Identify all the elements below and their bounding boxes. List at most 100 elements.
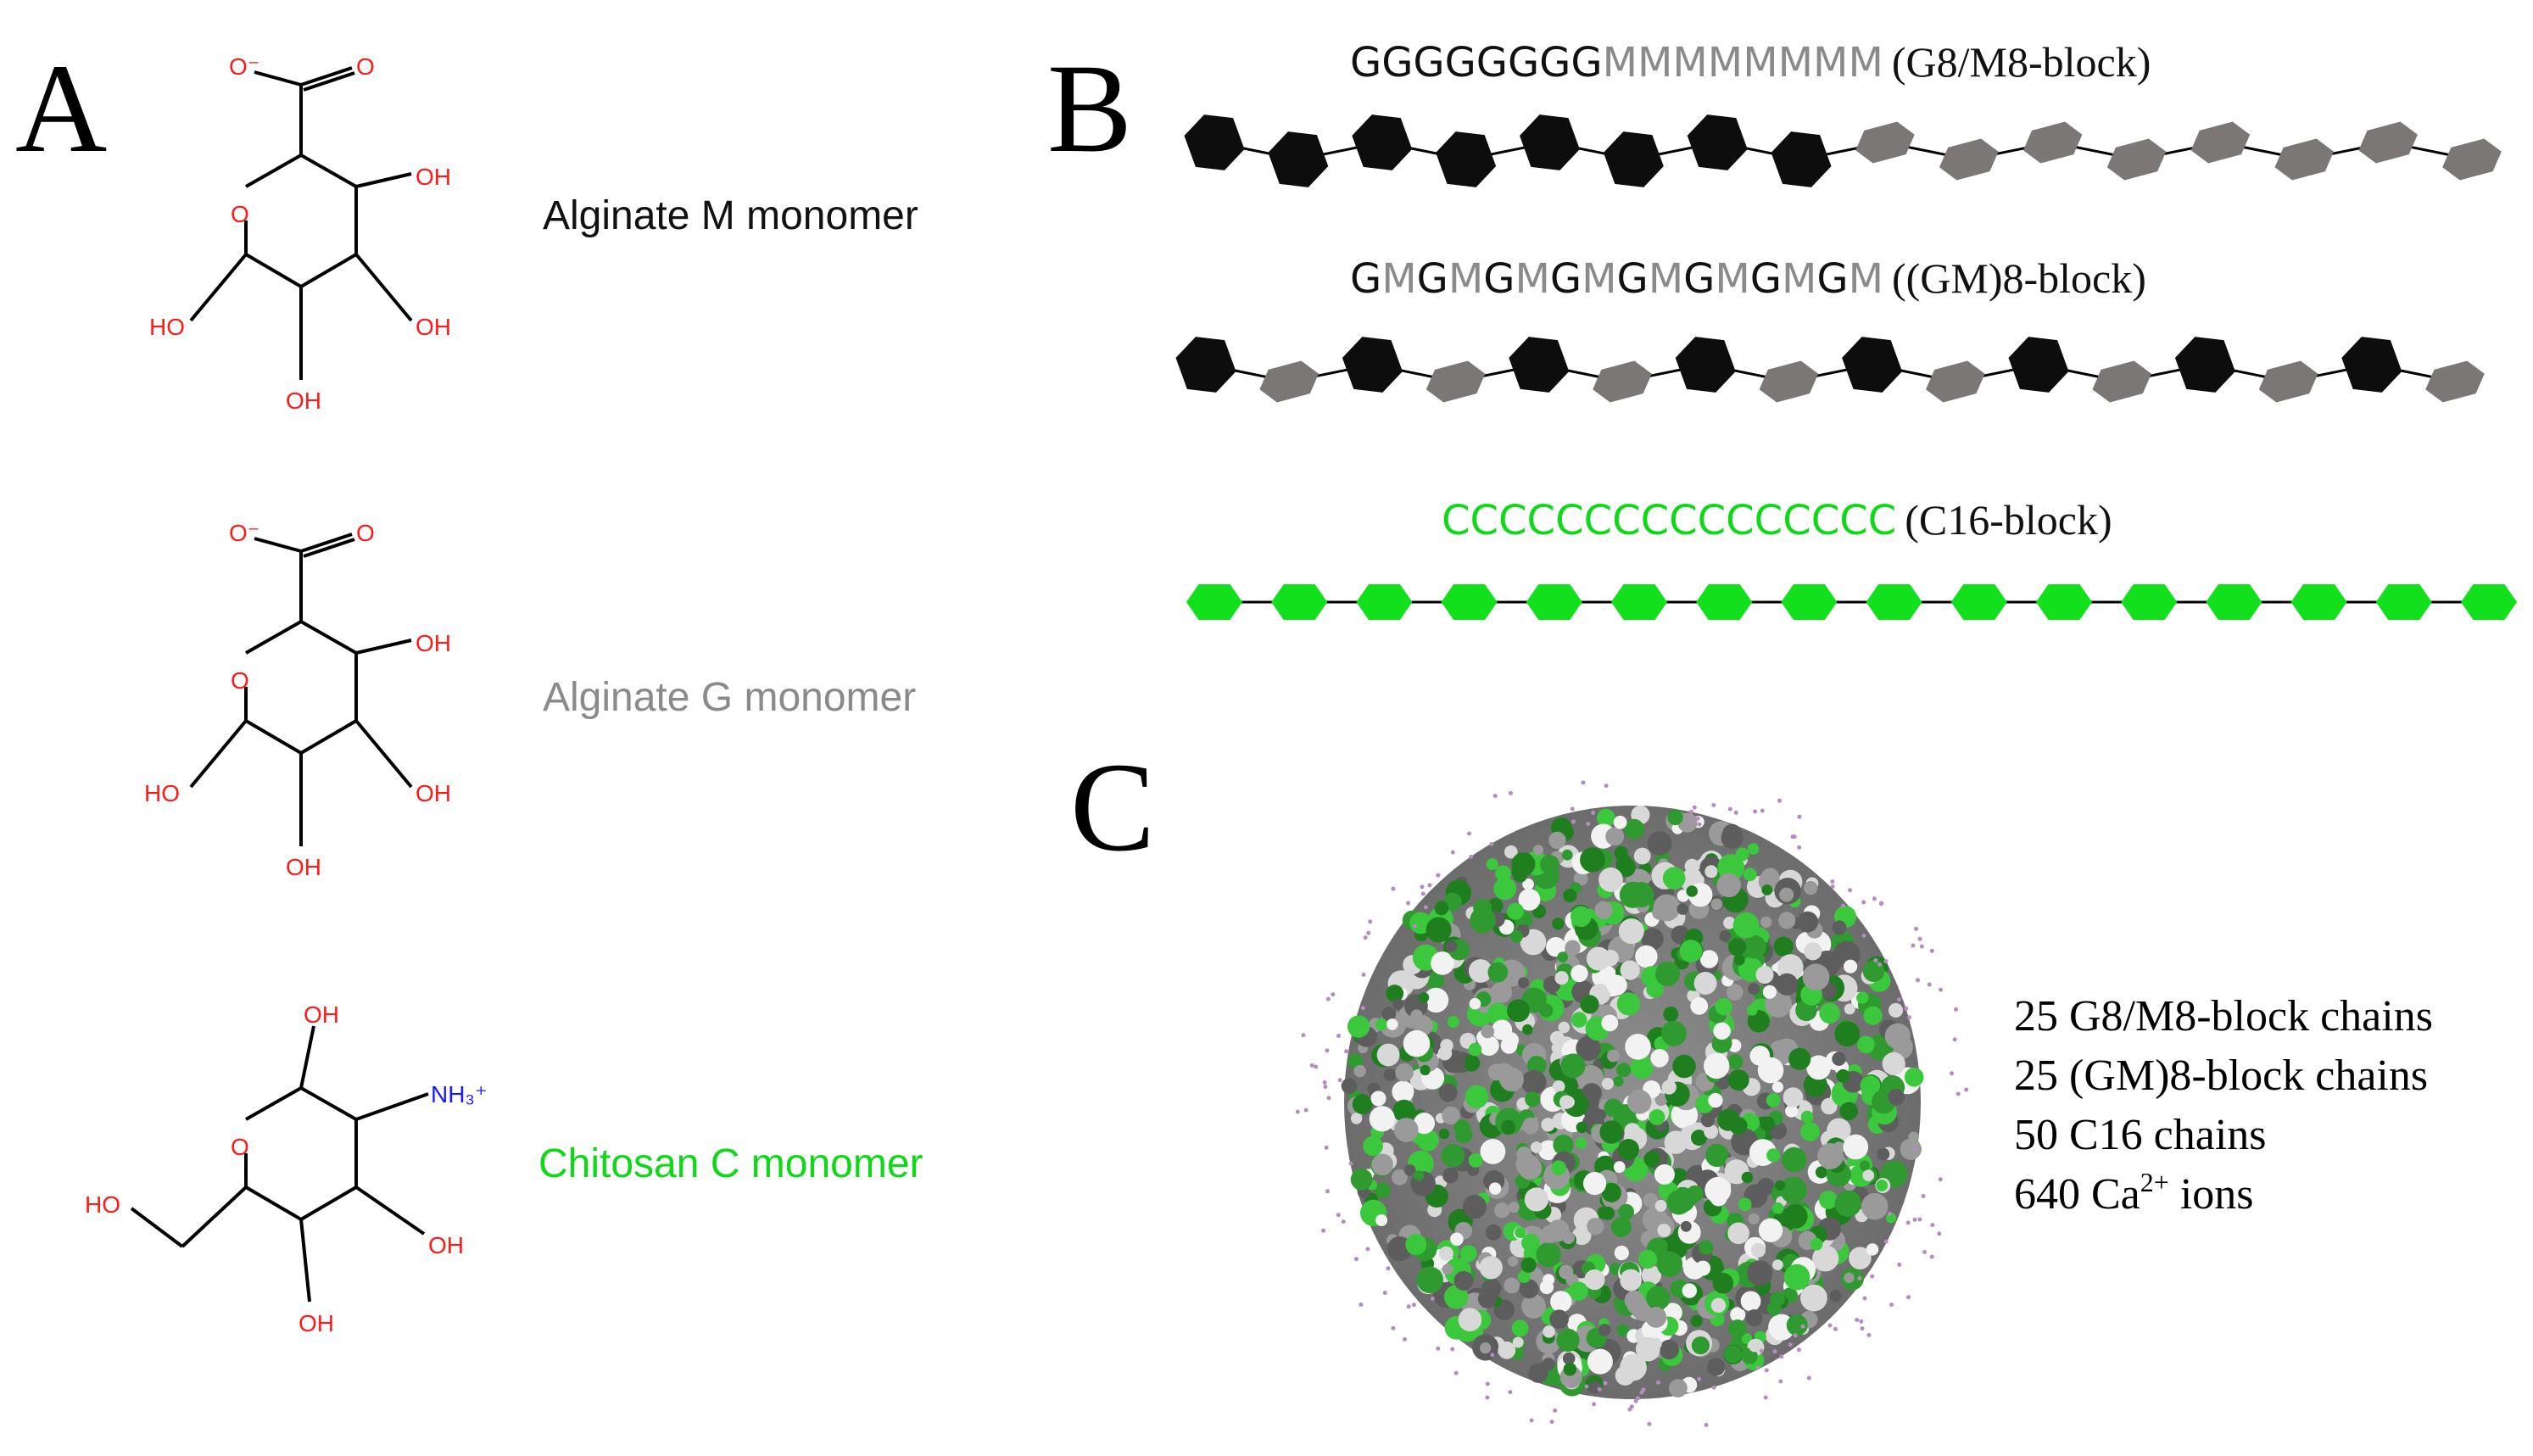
- ca-ion-dot: [1861, 933, 1866, 938]
- ca-ion-dot: [1697, 822, 1702, 827]
- atom-sphere: [1741, 1171, 1754, 1184]
- atom-sphere: [1772, 1259, 1783, 1270]
- chain-3-residues: [1186, 584, 2517, 620]
- atom-sphere: [1540, 855, 1559, 874]
- atom-sphere: [1438, 1246, 1453, 1261]
- atom-sphere: [1453, 1119, 1470, 1136]
- ca-ion-dot: [1695, 816, 1700, 821]
- chain-1-backbone: [1213, 141, 2473, 161]
- ca-ion-dot: [1627, 1407, 1632, 1412]
- atom-sphere: [1659, 1339, 1680, 1360]
- atom-sphere: [1504, 1277, 1520, 1294]
- chain-2-letter-8: M: [1582, 255, 1616, 303]
- ca-ion-dot: [1777, 798, 1782, 803]
- atom-sphere: [1459, 1245, 1477, 1263]
- ca-ion-dot: [1309, 1063, 1314, 1068]
- atom-sphere: [1691, 1130, 1707, 1146]
- ca-ion-dot: [1861, 900, 1866, 905]
- atom-ho: HO: [85, 1191, 120, 1218]
- ca-ion-dot: [1492, 794, 1498, 798]
- atom-sphere: [1719, 930, 1732, 942]
- atom-sphere: [1815, 1166, 1828, 1179]
- atom-sphere: [1477, 1289, 1498, 1308]
- atom-sphere: [1710, 1297, 1727, 1314]
- ca-ion-dot: [1919, 944, 1924, 949]
- atom-sphere: [1716, 873, 1741, 898]
- atom-sphere: [1559, 1095, 1574, 1109]
- ca-ion-dot: [1711, 803, 1716, 807]
- atom-sphere: [1783, 1087, 1804, 1107]
- chain-2-letter-10: M: [1649, 255, 1683, 303]
- chain-2-letter-1: G: [1350, 255, 1381, 303]
- atom-sphere: [1844, 959, 1858, 973]
- chain-1-residue-M-11: [2022, 121, 2083, 164]
- chain-3-residue-C-4: [1441, 584, 1498, 620]
- atom-sphere: [1876, 1180, 1889, 1191]
- ca-ion-dot: [1295, 1109, 1300, 1114]
- atom-sphere: [1576, 1035, 1601, 1062]
- chain-2-residues: [1175, 337, 2485, 403]
- atom-sphere: [1859, 1160, 1871, 1171]
- atom-sphere: [1745, 1309, 1763, 1326]
- atom-sphere: [1643, 1151, 1660, 1168]
- atom-sphere: [1538, 1003, 1554, 1018]
- atom-sphere: [1490, 981, 1513, 1003]
- atom-sphere: [1748, 1213, 1760, 1224]
- atom-sphere: [1350, 1113, 1363, 1124]
- atom-sphere: [1594, 901, 1613, 919]
- atom-sphere: [1375, 1182, 1391, 1198]
- ca-ion-dot: [1870, 1274, 1875, 1279]
- atom-sphere: [1492, 1019, 1513, 1040]
- ca-ion-dot: [1553, 1408, 1558, 1413]
- chain-1-residues: [1184, 114, 2502, 187]
- ca-ion-dot: [1914, 926, 1919, 931]
- chain-2-residue-G-5: [1509, 337, 1570, 393]
- chain-1-residue-G-4: [1436, 131, 1497, 187]
- atom-sphere: [1486, 858, 1498, 871]
- atom-sphere: [1679, 940, 1703, 962]
- calcium-ion-dots: [1295, 780, 1969, 1427]
- ca-ion-dot: [1879, 901, 1883, 906]
- atom-sphere: [1453, 1270, 1474, 1291]
- atom-sphere: [1504, 845, 1518, 859]
- atom-sphere: [1645, 1307, 1667, 1328]
- chain-2-residue-M-14: [2258, 360, 2318, 403]
- chain-2-letter-4: M: [1448, 255, 1483, 303]
- ca-ion-dot: [1797, 814, 1802, 819]
- atom-sphere: [1747, 1260, 1773, 1286]
- atom-sphere: [1829, 1290, 1842, 1303]
- atom-sphere: [1800, 1110, 1814, 1124]
- ca-ion-dot: [1922, 1250, 1928, 1254]
- atom-sphere: [1615, 857, 1636, 878]
- atom-sphere: [1735, 847, 1749, 862]
- atom-sphere: [1447, 1016, 1459, 1028]
- m-monomer-label: Alginate M monomer: [543, 193, 918, 238]
- ca-ion-dot: [1331, 992, 1336, 997]
- ca-ion-dot: [1382, 1291, 1387, 1296]
- ca-ion-dot: [1411, 1303, 1416, 1308]
- ca-ion-dot: [1413, 923, 1417, 929]
- atom-sphere: [1618, 1203, 1634, 1220]
- ca-ion-dot: [1897, 1262, 1902, 1267]
- atom-sphere: [1403, 1029, 1431, 1057]
- atom-sphere: [1638, 1249, 1658, 1269]
- atom-sphere: [1843, 1134, 1869, 1160]
- atom-sphere: [1727, 1319, 1747, 1338]
- ca-ion-dot: [1406, 1304, 1411, 1309]
- atom-sphere: [1341, 1078, 1358, 1094]
- atom-sphere: [1849, 1247, 1872, 1269]
- chain-3-residue-C-10: [1950, 584, 2007, 620]
- atom-oh: OH: [428, 1232, 464, 1258]
- atom-sphere: [1350, 1169, 1373, 1191]
- ca-ion-dot: [1566, 1381, 1571, 1386]
- ca-ion-dot: [1833, 1326, 1838, 1331]
- atom-sphere: [1521, 1233, 1540, 1252]
- ca-ion-dot: [1324, 1145, 1329, 1150]
- atom-sphere: [1677, 890, 1690, 902]
- ca-ion-dot: [1436, 873, 1441, 878]
- atom-sphere: [1884, 1023, 1911, 1050]
- atom-sphere: [1857, 1035, 1875, 1054]
- atom-sphere: [1728, 938, 1747, 957]
- chain-3-residue-C-6: [1611, 584, 1667, 620]
